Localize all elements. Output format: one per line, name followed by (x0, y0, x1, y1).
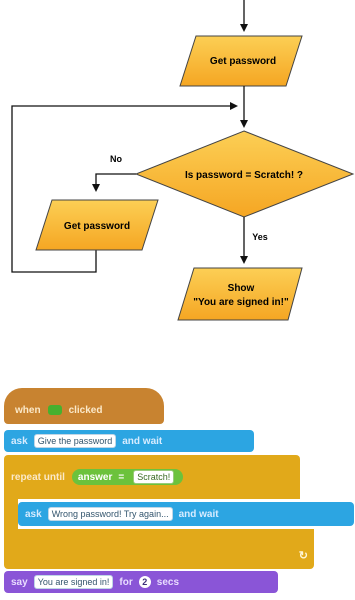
and-wait-label: and wait (122, 435, 163, 447)
seconds-value-field[interactable]: 2 (138, 576, 151, 588)
ask-give-password-block[interactable]: ask Give the password and wait (4, 430, 254, 452)
say-message-field[interactable]: You are signed in! (33, 575, 114, 589)
equals-label: = (118, 471, 125, 483)
loop-back-line (11, 102, 238, 273)
compare-value-field[interactable]: Scratch! (133, 470, 175, 484)
when-label: when (15, 404, 41, 416)
ask-prompt-field[interactable]: Give the password (33, 434, 117, 448)
flowchart: Get password Is password = Scratch! ? No… (11, 0, 355, 321)
say-block[interactable]: say You are signed in! for 2 secs (4, 571, 278, 593)
for-label: for (119, 576, 133, 588)
input-get-password-top (179, 35, 303, 87)
and-wait-label-2: and wait (178, 508, 219, 520)
repeat-until-block[interactable]: repeat until answer = Scratch! (4, 455, 300, 499)
when-flag-clicked-block[interactable]: when clicked (4, 388, 164, 424)
arrow-no-branch (92, 173, 136, 192)
input-get-password-left (35, 199, 159, 251)
input-get-password-top-text: Get password (210, 56, 276, 67)
repeat-until-label: repeat until (11, 471, 65, 483)
ask-label: ask (11, 435, 28, 447)
green-flag-icon (47, 405, 62, 415)
output-line2: "You are signed in!" (193, 297, 289, 308)
scratch-script: when clicked ask Give the password and w… (4, 388, 355, 600)
clicked-label: clicked (68, 404, 103, 416)
answer-equals-condition[interactable]: answer = Scratch! (71, 469, 184, 485)
ask-prompt-field-2[interactable]: Wrong password! Try again... (47, 507, 173, 521)
output-line1: Show (228, 283, 255, 294)
label-yes: Yes (252, 232, 268, 242)
repeat-block-bottom: ↻ (4, 529, 314, 569)
label-no: No (110, 154, 122, 164)
decision-text: Is password = Scratch! ? (185, 170, 303, 181)
ask-label-2: ask (25, 508, 42, 520)
say-label: say (11, 576, 28, 588)
answer-label: answer (77, 471, 113, 483)
secs-label: secs (156, 576, 180, 588)
input-get-password-left-text: Get password (64, 221, 130, 232)
loop-arrow-icon: ↻ (298, 550, 308, 562)
ask-wrong-password-block[interactable]: ask Wrong password! Try again... and wai… (18, 502, 354, 526)
output-show-message (177, 267, 303, 321)
